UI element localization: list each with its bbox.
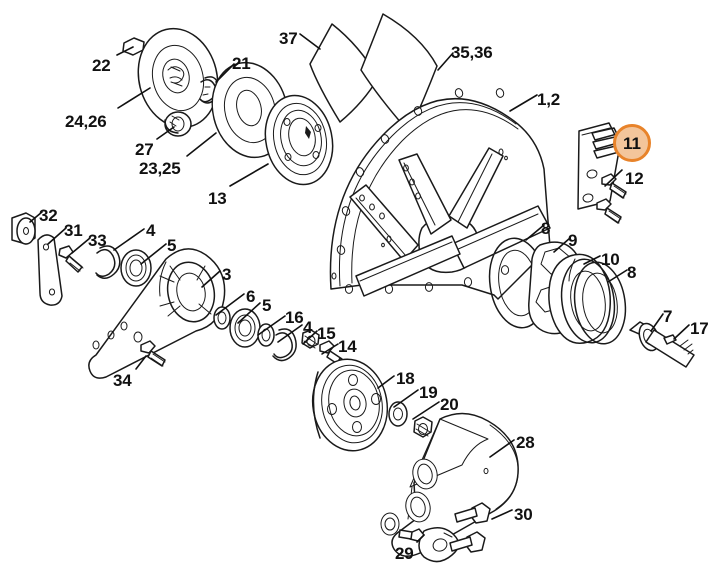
callout-label-5: 5 [167, 236, 177, 255]
part-30-knob-screws [449, 502, 491, 553]
leader-lines [29, 33, 690, 543]
part-24-26-large-disc-washer [137, 27, 219, 129]
part-34-arm-mounting-screw [140, 340, 166, 367]
callout-label-18: 18 [396, 369, 415, 388]
callout-label-17: 17 [690, 319, 709, 338]
part-16-thrust-washer [257, 323, 275, 347]
part-12-bracket-screws [596, 173, 627, 224]
callout-label-35-36: 35,36 [451, 43, 493, 62]
part-18-v-belt-pulley [311, 358, 389, 452]
callout-label-14: 14 [338, 337, 357, 356]
part-7-spindle-shaft [629, 321, 695, 368]
part-4-circlip-left [95, 245, 121, 279]
callout-label-19: 19 [419, 383, 438, 402]
part-31-flat-link-bracket [37, 234, 63, 306]
callout-label-28: 28 [516, 433, 535, 452]
part-33-bracket-screw [58, 245, 84, 273]
part-32-cylindrical-spacer [11, 212, 36, 245]
callout-label-27: 27 [135, 140, 154, 159]
callout-label-1-2: 1,2 [537, 90, 561, 109]
callout-label-3: 3 [222, 265, 232, 284]
highlighted-callout-11-number: 11 [623, 133, 641, 153]
callout-label-31: 31 [64, 221, 83, 240]
callout-label-29: 29 [395, 544, 414, 563]
callout-label-6: 6 [246, 287, 256, 306]
callout-label-16: 16 [285, 308, 304, 327]
callout-label-37: 37 [279, 29, 298, 48]
part-10-pulley-outer-ring [548, 253, 616, 344]
part-19-washer [388, 401, 408, 427]
part-37-deflector-plate-upper [309, 23, 379, 123]
part-1-2-cutting-wheel-guard-housing [329, 88, 551, 300]
part-20-lock-nut [413, 416, 433, 438]
part-28-belt-drive-cover [380, 412, 519, 557]
callout-label-4: 4 [303, 318, 313, 337]
callout-label-10: 10 [601, 250, 620, 269]
callout-label-23-25: 23,25 [139, 159, 181, 178]
callout-label-15: 15 [317, 324, 336, 343]
part-13-seal-flange-ring [264, 94, 334, 186]
callout-label-32: 32 [39, 206, 58, 225]
part-29-cover-clamp [398, 527, 460, 563]
part-8-v-belt-right [573, 261, 627, 345]
callout-label-8: 8 [541, 219, 551, 238]
part-5-ball-bearing-right [229, 308, 261, 348]
callout-label-30: 30 [514, 505, 533, 524]
callout-label-33: 33 [88, 231, 107, 250]
part-4-circlip-right [272, 328, 297, 362]
callout-label-20: 20 [440, 395, 459, 414]
callout-label-34: 34 [113, 371, 132, 390]
callout-label-12: 12 [625, 169, 644, 188]
callout-label-24-26: 24,26 [65, 112, 107, 131]
part-27-bushing-sleeve [164, 111, 192, 137]
highlighted-callout-11[interactable]: 11 [613, 124, 651, 162]
callout-label-7: 7 [663, 307, 673, 326]
callout-label-4: 4 [146, 221, 156, 240]
callout-label-5: 5 [262, 296, 272, 315]
part-3-bearing-carrier-arm [88, 248, 226, 379]
callout-label-21: 21 [232, 54, 251, 73]
callout-label-13: 13 [208, 189, 227, 208]
part-5-ball-bearing-left [120, 249, 152, 287]
callout-label-9: 9 [568, 231, 578, 250]
callout-label-22: 22 [92, 56, 111, 75]
part-17-woodruff-key [663, 334, 677, 345]
callout-label-8: 8 [627, 263, 637, 282]
